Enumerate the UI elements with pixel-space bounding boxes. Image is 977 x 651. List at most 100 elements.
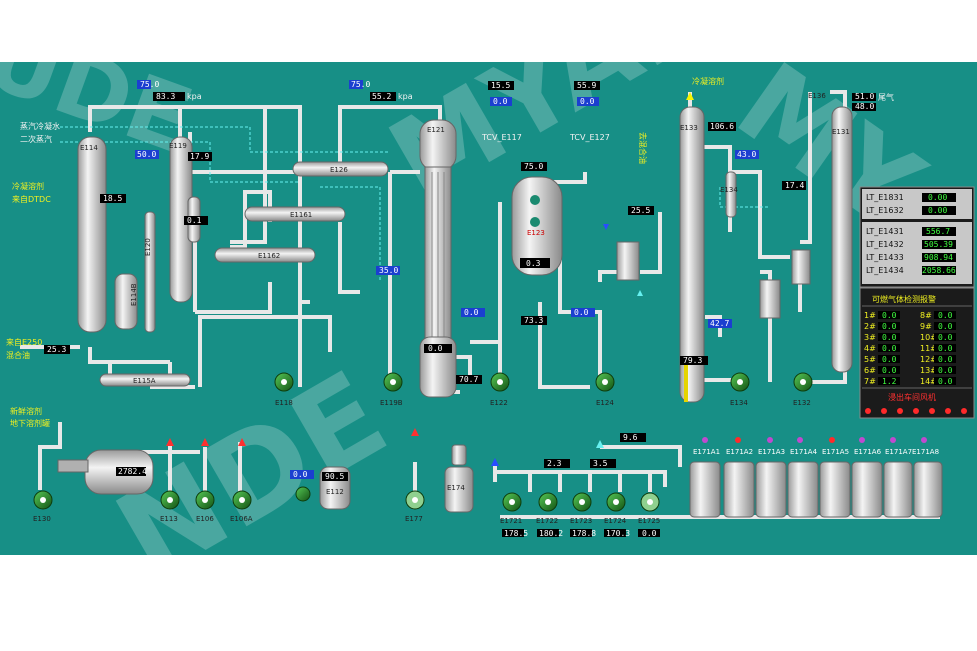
fan-indicator[interactable] — [945, 408, 951, 414]
equipment-label: E134 — [730, 399, 748, 407]
readout-value: 3.5 — [593, 459, 608, 468]
tank-E171A1[interactable]: E171A1 — [689, 437, 721, 518]
exchanger-E126: E126 — [292, 161, 389, 177]
readout-value: 2.3 — [547, 459, 562, 468]
fan-indicator[interactable] — [865, 408, 871, 414]
tank-label: E171A2 — [726, 448, 753, 456]
gas-sensor-label: 4# — [864, 344, 876, 353]
equipment-label: E136 — [808, 92, 826, 100]
level-row: LT_E1431 556.7 — [866, 227, 956, 236]
pump-E177[interactable] — [405, 490, 425, 510]
pump-E124[interactable] — [595, 372, 615, 392]
pump-E122[interactable] — [490, 372, 510, 392]
gas-sensor-value: 1.2 — [882, 377, 897, 386]
tank-E171A5[interactable]: E171A5 — [819, 437, 851, 518]
tank-label: E171A5 — [822, 448, 849, 456]
gas-sensor-label: 12# — [920, 355, 937, 364]
tank-E171A6[interactable]: E171A6 — [851, 437, 883, 518]
equipment-label: E106A — [230, 515, 253, 523]
equipment-label: E122 — [490, 399, 508, 407]
gas-sensor-label: 5# — [864, 355, 876, 364]
gas-sensor-box — [934, 355, 956, 363]
fan-indicator[interactable] — [913, 408, 919, 414]
fan-indicator[interactable] — [961, 408, 967, 414]
gas-sensor-value: 0.0 — [938, 333, 953, 342]
readout-e130-temp: 2782.4 — [116, 467, 147, 476]
stream-label: 冷凝溶剂 — [12, 181, 44, 191]
equipment-label: E1162 — [258, 252, 280, 260]
equipment-label: E1725 — [638, 517, 660, 525]
pump-E106[interactable] — [195, 490, 215, 510]
stream-label: 来自E250 — [6, 337, 42, 347]
pump-E130[interactable] — [33, 490, 53, 510]
readout-value: 75.0 — [524, 162, 543, 171]
tank-label: E171A7 — [885, 448, 912, 456]
equipment-label: E177 — [405, 515, 423, 523]
readout-e122-ctl[interactable]: 0.0 — [461, 308, 485, 317]
readout-value: 75.0 — [351, 80, 370, 89]
tank-E171A4[interactable]: E171A4 — [787, 437, 819, 518]
readout-e121-level: 0.0 — [424, 344, 452, 353]
tank-E171A3[interactable]: E171A3 — [755, 437, 787, 518]
gas-sensor-box — [934, 377, 956, 385]
tank-E171A7[interactable]: E171A7 — [883, 437, 913, 518]
readout-value: 0.0 — [428, 344, 443, 353]
stream-label: 蒸汽冷凝水 — [20, 121, 60, 131]
readout-top-flow: 75.0 83.3 kpa — [137, 80, 202, 101]
level-value: 505.39 — [924, 240, 953, 249]
pump-E112[interactable] — [295, 486, 311, 502]
pump-E113[interactable] — [160, 490, 180, 510]
equipment-label: E124 — [596, 399, 614, 407]
tank-E174: E174 — [444, 444, 474, 513]
stream-label: 冷凝溶剂 — [692, 76, 724, 86]
fan-indicator[interactable] — [929, 408, 935, 414]
readout-e133-ctl[interactable]: 43.0 — [735, 150, 759, 159]
equipment-label: E123 — [527, 229, 545, 237]
exchanger-E1162: E1162 — [214, 247, 316, 263]
readout-unit: kpa — [398, 92, 413, 101]
readout-e124-ctl[interactable]: 0.0 — [571, 308, 595, 317]
pump-E134[interactable] — [730, 372, 750, 392]
pump-E1725[interactable] — [640, 492, 660, 512]
tank-E171A2[interactable]: E171A2 — [723, 437, 755, 518]
readout-e123-top: 75.0 — [521, 162, 547, 171]
fan-indicator[interactable] — [897, 408, 903, 414]
readout-tcv-e127[interactable]: 55.9 0.0 — [574, 81, 600, 106]
pump-E106A[interactable] — [232, 490, 252, 510]
readout-value: 25.5 — [631, 206, 650, 215]
pump-E118[interactable] — [274, 372, 294, 392]
tank-E171A8[interactable]: E171A8 — [912, 437, 943, 518]
vessel-E114: E114 — [77, 136, 107, 333]
equipment-label: E115A — [133, 377, 156, 385]
readout-value: 0.3 — [526, 259, 541, 268]
readout-value: 178.8 — [572, 529, 596, 538]
exchanger-cond1 — [616, 241, 640, 281]
gas-sensor-value: 0.0 — [938, 322, 953, 331]
gas-sensor-value: 0.0 — [938, 311, 953, 320]
readout-value: 15.5 — [491, 81, 510, 90]
equipment-label: E119B — [380, 399, 403, 407]
level-label: LT_E1433 — [866, 253, 904, 262]
gas-sensor-box — [878, 355, 900, 363]
gas-sensor-label: 9# — [920, 322, 932, 331]
pump-E1723[interactable] — [572, 492, 592, 512]
gas-sensor-box — [878, 333, 900, 341]
pump-E1722[interactable] — [538, 492, 558, 512]
gas-sensor-box — [934, 366, 956, 374]
readout-e134-ctl[interactable]: 42.7 — [708, 319, 732, 328]
fan-indicator[interactable] — [881, 408, 887, 414]
pump-E132[interactable] — [793, 372, 813, 392]
readouts: 75.0 83.3 kpa 75.0 55.2 kpa 50.0 17.9 0.… — [44, 80, 876, 538]
pump-E119B[interactable] — [383, 372, 403, 392]
readout-tcv-e117[interactable]: 15.5 0.0 — [488, 81, 514, 106]
stream-labels: 冷凝溶剂 来自DTDC 来自E250 混合油 新鲜溶剂 地下溶剂罐 冷凝溶剂 去… — [6, 76, 894, 428]
gas-sensor-value: 0.0 — [938, 355, 953, 364]
fan-panel: 浸出车间风机 — [862, 387, 972, 414]
readout-e121-ctl[interactable]: 35.0 — [376, 266, 400, 275]
stream-label: 去混合油 — [638, 132, 648, 164]
pump-E1721[interactable] — [502, 492, 522, 512]
readout-value: 0.0 — [464, 308, 479, 317]
readout-value: 17.4 — [785, 181, 804, 190]
readout-value: 106.6 — [710, 122, 734, 131]
pump-E1724[interactable] — [606, 492, 626, 512]
